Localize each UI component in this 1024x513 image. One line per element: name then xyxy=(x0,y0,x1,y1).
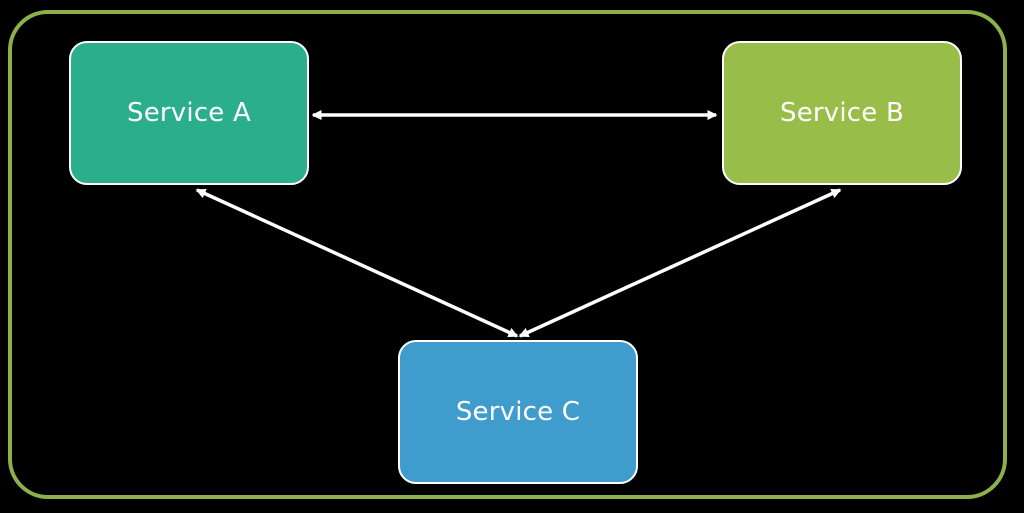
service-b-node: Service B xyxy=(722,41,962,185)
service-c-label: Service C xyxy=(455,397,581,427)
diagram-frame xyxy=(8,10,1007,499)
service-a-node: Service A xyxy=(69,41,309,185)
service-c-node: Service C xyxy=(398,340,638,484)
service-b-label: Service B xyxy=(780,98,904,128)
service-a-label: Service A xyxy=(127,98,251,128)
